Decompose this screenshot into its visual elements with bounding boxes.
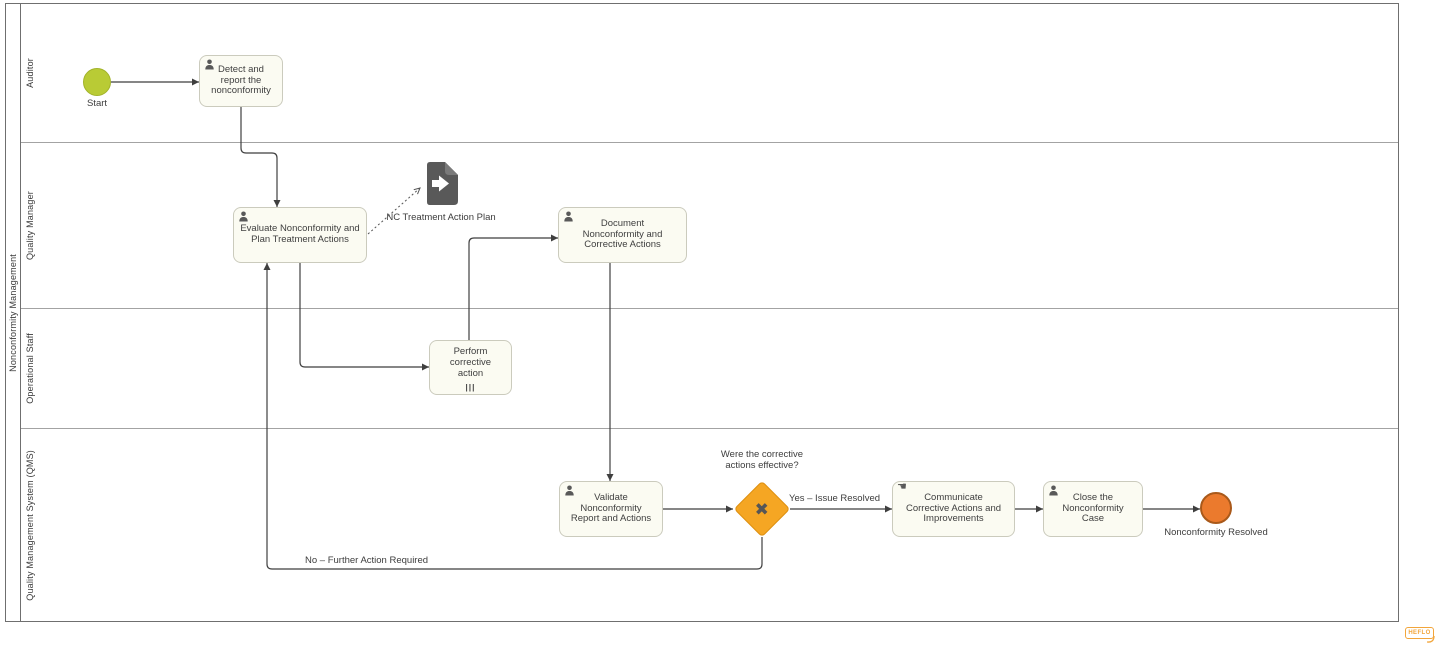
data-object-nc-treatment-plan[interactable] — [427, 162, 458, 205]
task-document-nonconformity[interactable]: Document Nonconformity and Corrective Ac… — [558, 207, 687, 263]
flow-evaluate-to-perform — [299, 263, 429, 371]
flow-no-label: No – Further Action Required — [305, 555, 429, 566]
task-perform-label: Perform corrective action — [449, 346, 492, 379]
end-event[interactable] — [1200, 492, 1232, 524]
user-icon — [205, 59, 214, 70]
task-close-label: Close the Nonconformity Case — [1062, 491, 1124, 525]
flow-perform-to-document — [468, 234, 558, 340]
flow-gateway-no-to-evaluate — [263, 263, 763, 570]
user-icon — [565, 485, 574, 496]
user-icon — [239, 211, 248, 222]
lane-quality-manager: Quality Manager — [21, 143, 1398, 309]
document-arrow-icon — [427, 162, 458, 205]
task-detect-and-report[interactable]: Detect and report the nonconformity — [199, 55, 283, 107]
user-icon — [564, 211, 573, 222]
heflo-logo[interactable]: HEFLO — [1405, 627, 1435, 643]
association-evaluate-to-dataobject — [367, 188, 420, 235]
task-evaluate-label: Evaluate Nonconformity and Plan Treatmen… — [240, 223, 360, 245]
lane-auditor: Auditor — [21, 4, 1398, 143]
lane-operational-staff: Operational Staff — [21, 309, 1398, 429]
task-evaluate-nonconformity[interactable]: Evaluate Nonconformity and Plan Treatmen… — [233, 207, 367, 263]
pool-header: Nonconformity Management — [6, 4, 21, 621]
flow-yes-label: Yes – Issue Resolved — [789, 493, 881, 504]
flow-detect-to-evaluate — [240, 107, 281, 207]
multi-instance-marker: ||| — [465, 382, 476, 393]
task-communicate-label: Communicate Corrective Actions and Impro… — [905, 491, 1002, 525]
gateway-question-label: Were the corrective actions effective? — [720, 449, 804, 472]
pool-nonconformity-management: Nonconformity Management Auditor Quality… — [5, 3, 1399, 622]
heflo-logo-text: HEFLO — [1408, 630, 1431, 636]
task-validate-report[interactable]: Validate Nonconformity Report and Action… — [559, 481, 663, 537]
start-event-label: Start — [86, 98, 108, 109]
start-event[interactable] — [83, 68, 111, 96]
manual-hand-icon: ☚ — [897, 481, 907, 493]
task-communicate-actions[interactable]: ☚ Communicate Corrective Actions and Imp… — [892, 481, 1015, 537]
heflo-logo-tail — [1427, 636, 1435, 643]
data-object-label: NC Treatment Action Plan — [386, 212, 496, 223]
gateway-x-icon: ✖ — [754, 499, 770, 519]
end-event-label: Nonconformity Resolved — [1164, 527, 1268, 538]
task-perform-corrective-action[interactable]: Perform corrective action ||| — [429, 340, 512, 395]
lane-set: Auditor Quality Manager Operational Staf… — [21, 4, 1398, 621]
task-validate-label: Validate Nonconformity Report and Action… — [570, 491, 652, 525]
task-detect-label: Detect and report the nonconformity — [211, 63, 271, 97]
user-icon — [1049, 485, 1058, 496]
task-close-case[interactable]: Close the Nonconformity Case — [1043, 481, 1143, 537]
task-document-label: Document Nonconformity and Corrective Ac… — [582, 217, 663, 251]
